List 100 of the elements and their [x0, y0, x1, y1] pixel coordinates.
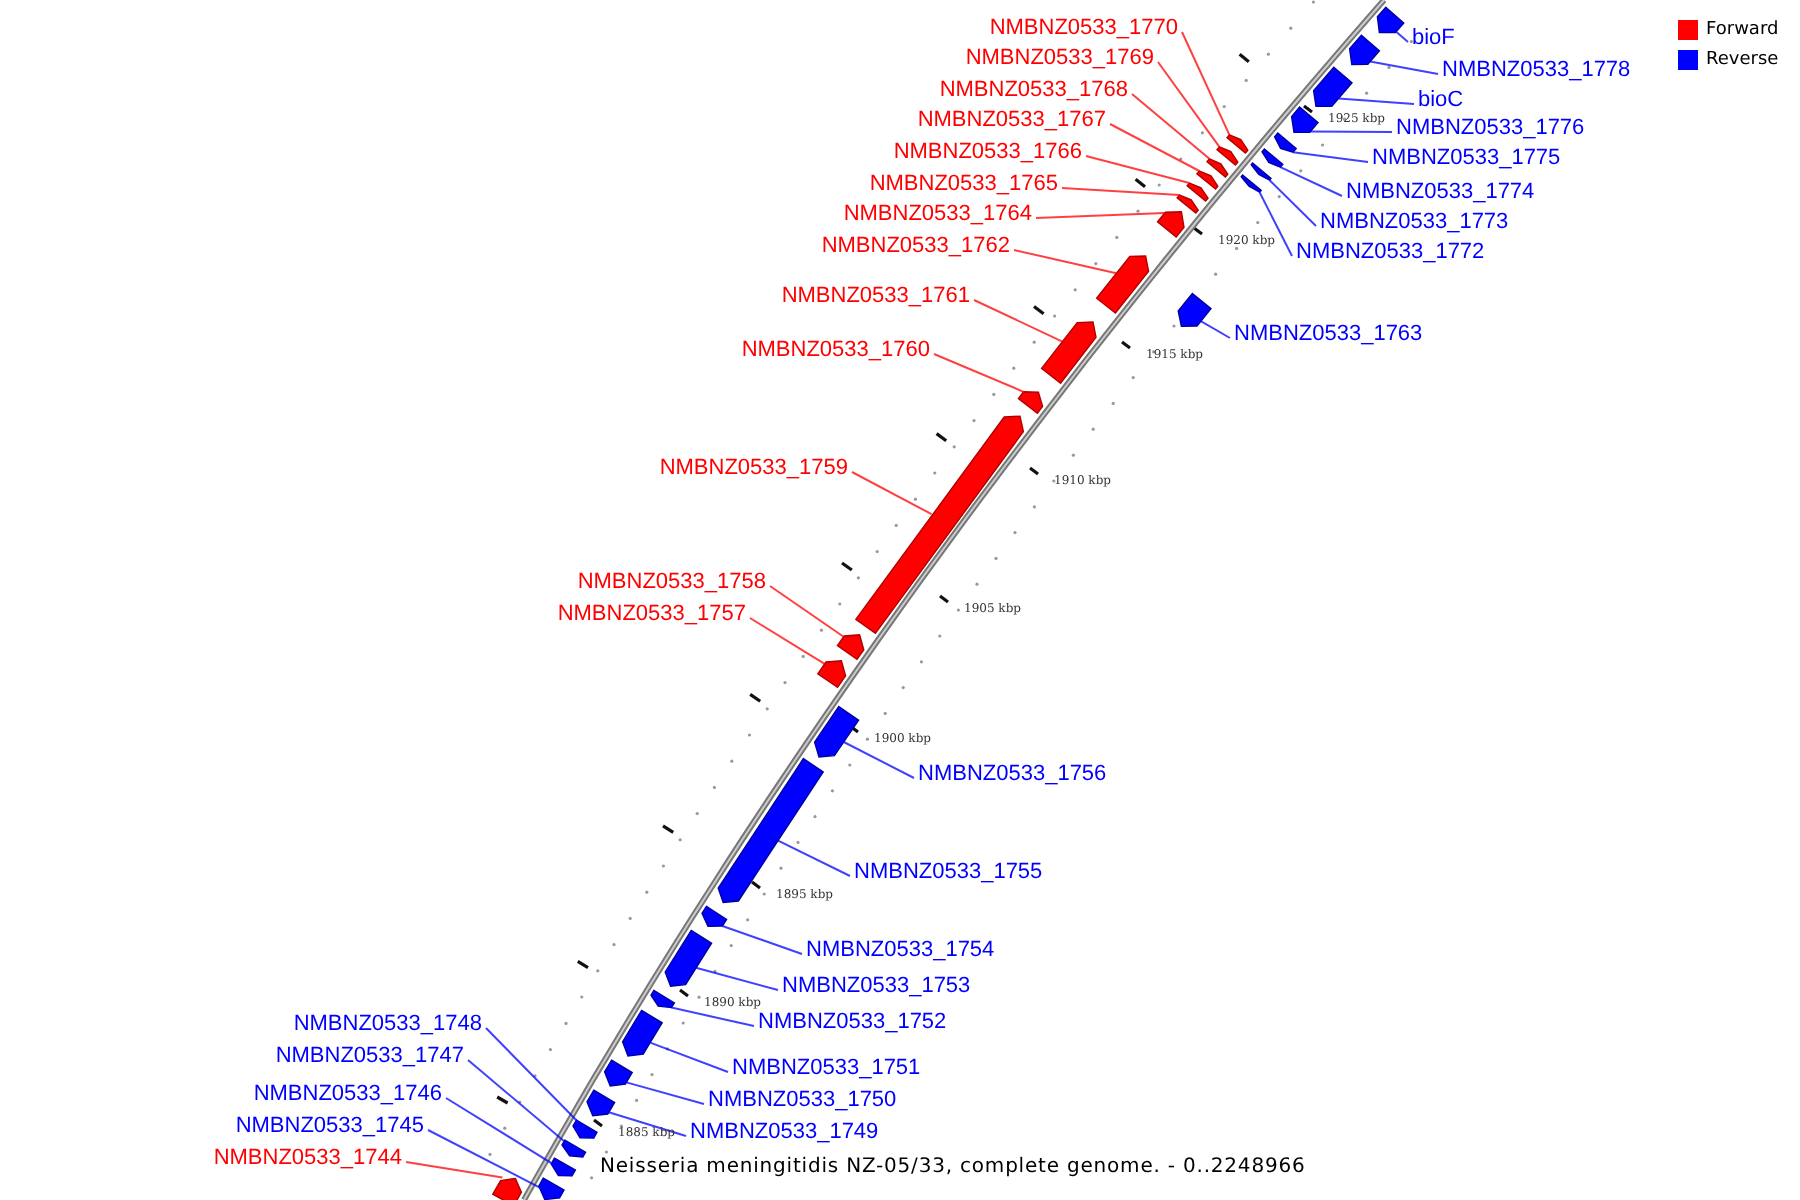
gene-block — [1348, 34, 1381, 66]
gene-label: NMBNZ0533_1763 — [1234, 322, 1423, 348]
gene-label: NMBNZ0533_1769 — [965, 46, 1154, 72]
gene-label: NMBNZ0533_1773 — [1320, 210, 1509, 236]
gene-label: NMBNZ0533_1761 — [781, 284, 970, 310]
leader-line — [467, 1059, 584, 1158]
gene-block — [1017, 391, 1044, 415]
gene-label: NMBNZ0533_1762 — [821, 234, 1010, 260]
gene-block — [836, 634, 865, 661]
leader-line — [1199, 320, 1231, 339]
gene-block — [1216, 145, 1239, 166]
leader-line — [1085, 155, 1191, 184]
gene-label: NMBNZ0533_1756 — [918, 762, 1107, 788]
gene-block — [603, 1059, 634, 1087]
gene-block — [650, 989, 676, 1009]
leader-line — [427, 1129, 561, 1199]
gene-label: NMBNZ0533_1753 — [782, 974, 971, 1000]
gene-block — [1312, 66, 1353, 108]
gene-block — [854, 415, 1025, 635]
leader-line — [1035, 212, 1166, 219]
leader-line — [1181, 31, 1231, 136]
gene-label: NMBNZ0533_1752 — [758, 1010, 947, 1036]
leader-line — [769, 585, 845, 638]
leader-line — [749, 617, 826, 665]
gene-block — [491, 1177, 523, 1200]
leader-line — [776, 839, 851, 877]
leader-line — [842, 741, 915, 779]
gene-block — [1261, 148, 1284, 169]
gene-label: bioC — [1418, 88, 1464, 114]
gene-label: NMBNZ0533_1759 — [659, 456, 848, 482]
genome-caption: Neisseria meningitidis NZ-05/33, complete genome. - 0..2248966 — [596, 1154, 1310, 1180]
gene-label: NMBNZ0533_1772 — [1296, 240, 1485, 266]
gene-block — [561, 1139, 587, 1158]
gene-label: NMBNZ0533_1745 — [235, 1114, 424, 1140]
leader-line — [1292, 151, 1369, 163]
legend-label: Forward — [1706, 20, 1779, 42]
gene-block — [1226, 133, 1249, 154]
gene-label: NMBNZ0533_1750 — [708, 1088, 897, 1114]
gene-label: bioF — [1412, 26, 1455, 52]
leader-line — [405, 1161, 504, 1179]
leader-line — [1061, 187, 1181, 196]
gene-label: NMBNZ0533_1775 — [1372, 146, 1561, 172]
gene-block — [1206, 157, 1229, 178]
gene-label: NMBNZ0533_1746 — [253, 1082, 442, 1108]
leader-line — [851, 471, 933, 516]
leader-line — [625, 1081, 705, 1105]
gene-label: NMBNZ0533_1766 — [893, 140, 1082, 166]
leader-line — [1258, 191, 1293, 257]
gene-block — [1095, 255, 1150, 314]
gene-block — [538, 1177, 565, 1200]
leader-line — [1279, 166, 1343, 197]
leader-line — [670, 1006, 755, 1027]
gene-block — [1176, 194, 1200, 214]
gene-label: NMBNZ0533_1776 — [1396, 116, 1585, 142]
gene-block — [1376, 6, 1405, 34]
gene-block — [621, 1009, 664, 1057]
leader-line — [1131, 93, 1211, 160]
gene-block — [1196, 170, 1219, 190]
gene-label: NMBNZ0533_1757 — [557, 602, 746, 628]
gene-label: NMBNZ0533_1764 — [843, 202, 1032, 228]
leader-line — [1268, 179, 1317, 227]
gene-label: NMBNZ0533_1774 — [1346, 180, 1535, 206]
leader-line — [695, 966, 779, 991]
leader-line — [973, 299, 1064, 343]
gene-block — [1240, 174, 1263, 194]
leader-line — [933, 353, 1025, 393]
gene-label: NMBNZ0533_1744 — [213, 1146, 402, 1172]
gene-label: NMBNZ0533_1758 — [577, 570, 766, 596]
leader-line — [485, 1027, 595, 1139]
gene-label: NMBNZ0533_1760 — [741, 338, 930, 364]
leader-line — [1109, 123, 1201, 172]
gene-block — [586, 1089, 616, 1117]
gene-label: NMBNZ0533_1749 — [690, 1120, 879, 1146]
leader-line — [1337, 97, 1415, 105]
gene-label: NMBNZ0533_1770 — [989, 16, 1178, 42]
gene-block — [1040, 321, 1097, 385]
gene-block — [813, 705, 860, 758]
leader-line — [1157, 61, 1221, 148]
gene-block — [1250, 162, 1272, 182]
leader-line — [1013, 249, 1118, 275]
gene-block — [1186, 182, 1209, 202]
gene-label: NMBNZ0533_1747 — [275, 1044, 464, 1070]
gene-block — [1177, 292, 1212, 328]
gene-label: NMBNZ0533_1778 — [1442, 58, 1631, 84]
gene-label: NMBNZ0533_1748 — [293, 1012, 482, 1038]
gene-block — [550, 1157, 577, 1177]
leader-line — [721, 925, 803, 955]
gene-label: NMBNZ0533_1751 — [732, 1056, 921, 1082]
gene-block — [572, 1119, 598, 1139]
gene-block — [664, 929, 713, 987]
gene-label: NMBNZ0533_1768 — [939, 78, 1128, 104]
leader-line — [1395, 30, 1409, 43]
gene-label: NMBNZ0533_1755 — [854, 860, 1043, 886]
gene-label: NMBNZ0533_1767 — [917, 108, 1106, 134]
gene-label: NMBNZ0533_1754 — [806, 938, 995, 964]
gene-block — [1273, 132, 1298, 153]
gene-block — [816, 660, 847, 689]
leader-line — [1369, 60, 1439, 75]
gene-block — [1290, 106, 1319, 134]
gene-label: NMBNZ0533_1765 — [869, 172, 1058, 198]
